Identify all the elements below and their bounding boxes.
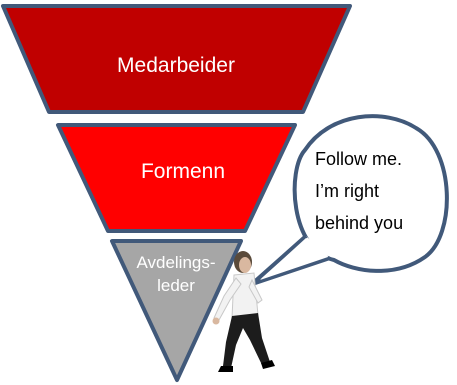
tier-top-label: Medarbeider	[117, 54, 235, 77]
tier-bottom-shape	[110, 239, 243, 382]
tier-bottom: Avdelings- leder	[110, 239, 243, 382]
tier-bottom-label-line1: Avdelings-	[136, 253, 215, 272]
speech-bubble-line3: behind you	[315, 213, 403, 233]
speech-bubble-line1: Follow me.	[315, 149, 402, 169]
tier-middle-label: Formenn	[141, 160, 225, 183]
tier-bottom-label-line2: leder	[157, 276, 195, 295]
walking-man-figure	[212, 251, 275, 372]
tier-top: Medarbeider	[1, 4, 352, 114]
speech-bubble: Follow me. I’m right behind you	[250, 114, 449, 286]
tier-middle: Formenn	[56, 123, 297, 233]
speech-bubble-line2: I’m right	[315, 181, 379, 201]
speech-bubble-shape	[292, 114, 449, 273]
tier-top-shape	[1, 4, 352, 114]
tier-middle-shape	[56, 123, 297, 233]
